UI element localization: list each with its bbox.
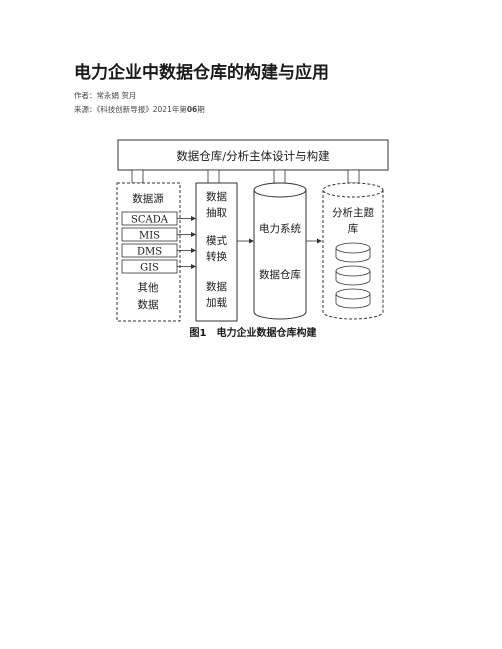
source-journal: 《科技创新导报》2021年第 <box>96 105 187 114</box>
etl-line-2: 抽取 <box>206 206 227 219</box>
source-item-scada-label: SCADA <box>131 215 169 226</box>
arrowhead <box>317 238 322 244</box>
subject-db-disk <box>335 288 371 309</box>
source-item-mis-label: MIS <box>139 231 160 242</box>
authors-line: 作者：常永娟 贺月 <box>74 90 136 101</box>
source-item-dms-label: DMS <box>137 247 162 258</box>
page-title: 电力企业中数据仓库的构建与应用 <box>74 63 329 83</box>
source-line: 来源：《科技创新导报》2021年第06期 <box>74 104 205 115</box>
etl-box <box>195 182 238 322</box>
analysis-line1: 分析主题 <box>332 206 374 219</box>
etl-line-4: 转换 <box>206 250 227 263</box>
data-source-title: 数据源 <box>132 192 164 205</box>
warehouse-cylinder-top <box>253 182 307 198</box>
source-item-gis-label: GIS <box>140 263 159 274</box>
etl-line-5: 数据 <box>206 280 227 293</box>
connector <box>207 169 220 184</box>
authors-label: 作者： <box>74 91 97 100</box>
etl-line-6: 加载 <box>206 297 227 309</box>
arrowhead <box>191 232 196 237</box>
source-issue: 06 <box>186 105 198 114</box>
source-label: 来源： <box>74 105 97 114</box>
etl-line-3: 模式 <box>206 234 227 247</box>
connector <box>131 169 144 184</box>
figure-caption: 图1 电力企业数据仓库构建 <box>190 326 318 339</box>
top-box-label: 数据仓库/分析主体设计与构建 <box>176 149 330 163</box>
source-issue-suffix: 期 <box>197 105 205 114</box>
warehouse-line1: 电力系统 <box>259 222 301 235</box>
arrowhead <box>191 248 196 253</box>
connector <box>273 169 286 184</box>
authors: 常永娟 贺月 <box>96 91 137 100</box>
analysis-line2: 库 <box>348 222 359 235</box>
analysis-cylinder-top <box>322 182 384 198</box>
subject-db-disk <box>335 265 371 286</box>
connector <box>347 169 360 184</box>
arrowhead <box>191 216 196 221</box>
warehouse-cylinder <box>253 190 307 320</box>
source-other-line2: 数据 <box>138 298 159 311</box>
arrowhead <box>249 238 254 244</box>
top-box <box>117 139 389 171</box>
arrowhead <box>191 264 196 269</box>
source-other-line1: 其他 <box>138 281 159 294</box>
subject-db-disk <box>335 242 371 263</box>
etl-line-1: 数据 <box>206 190 227 203</box>
architecture-figure: 数据仓库/分析主体设计与构建 数据源 SCADA MIS DMS GIS 其他 … <box>116 139 389 339</box>
warehouse-line2: 数据仓库 <box>259 268 301 281</box>
